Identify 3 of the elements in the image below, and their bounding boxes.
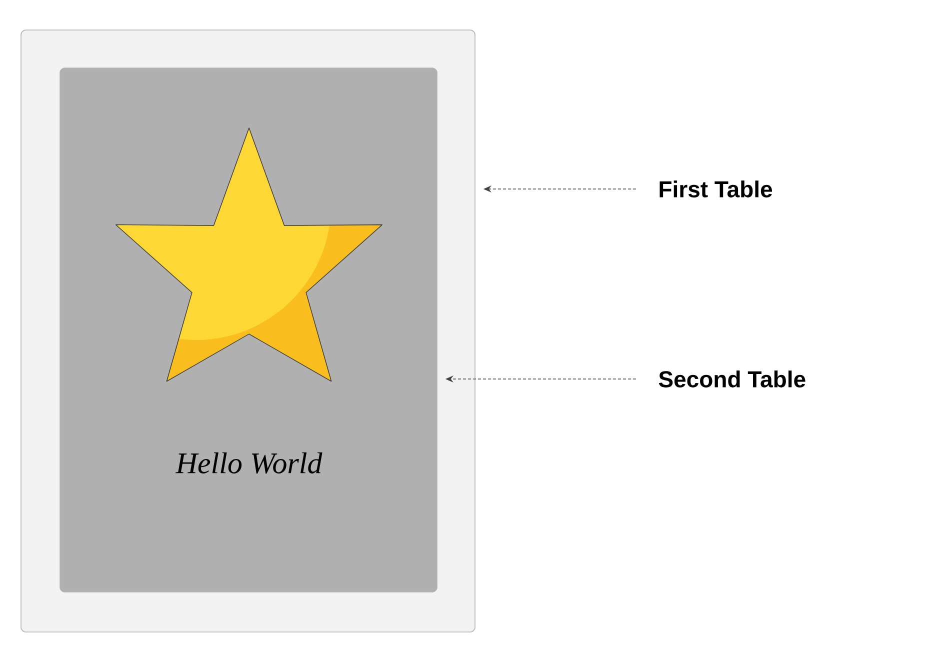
label-text: Second Table — [658, 370, 806, 388]
handwritten-text: Hello World — [175, 452, 322, 474]
label-text: First Table — [660, 180, 772, 198]
